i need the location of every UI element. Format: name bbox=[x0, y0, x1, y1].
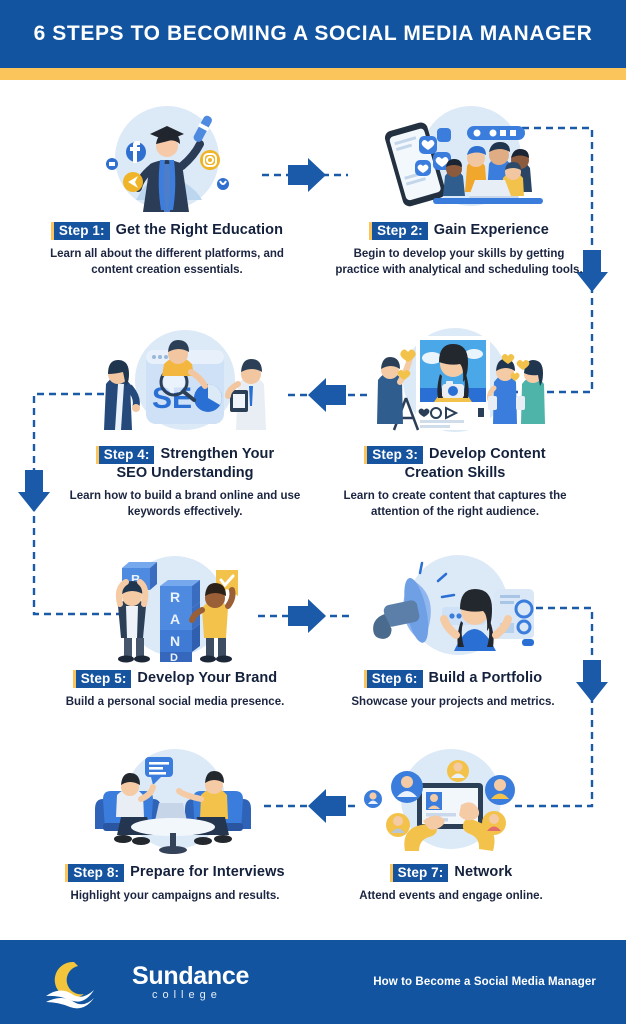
step-8-illustration bbox=[30, 746, 320, 858]
svg-text:A: A bbox=[170, 611, 180, 627]
logo-subtitle: college bbox=[152, 989, 222, 1001]
step-4-badge: Step 4: bbox=[95, 446, 155, 464]
step-2-title: Gain Experience bbox=[433, 222, 549, 239]
page-title: 6 STEPS TO BECOMING A SOCIAL MEDIA MANAG… bbox=[33, 22, 593, 45]
step-5-badge: Step 5: bbox=[72, 670, 132, 688]
step-4-description: Learn how to build a brand online and us… bbox=[69, 490, 301, 518]
step-1-heading: Step 1: Get the Right Education bbox=[22, 222, 312, 240]
step-5-illustration: R A N D B bbox=[30, 552, 320, 664]
svg-text:N: N bbox=[170, 633, 180, 649]
badge-label: Step 2: bbox=[372, 222, 428, 240]
step-1-badge: Step 1: bbox=[50, 222, 110, 240]
step-6-description: Showcase your projects and metrics. bbox=[351, 696, 555, 708]
step-7-illustration bbox=[306, 746, 596, 858]
step-7-badge: Step 7: bbox=[389, 864, 449, 882]
svg-text:B: B bbox=[131, 572, 140, 587]
step-3-illustration bbox=[310, 328, 600, 440]
step-card-8[interactable]: Step 8: Prepare for Interviews Highlight… bbox=[30, 746, 320, 905]
step-4-title: Strengthen Your bbox=[160, 446, 275, 463]
step-6-illustration bbox=[308, 552, 598, 664]
step-3-heading: Step 3: Develop Content Creation Skills bbox=[310, 446, 600, 482]
step-5-title: Develop Your Brand bbox=[137, 670, 278, 687]
step-6-badge: Step 6: bbox=[363, 670, 423, 688]
step-3-title: Develop Content bbox=[429, 446, 546, 463]
step-1-title: Get the Right Education bbox=[115, 222, 284, 239]
step-card-3[interactable]: Step 3: Develop Content Creation Skills … bbox=[310, 328, 600, 521]
step-7-heading: Step 7: Network bbox=[306, 864, 596, 882]
badge-accent-bar bbox=[364, 446, 368, 464]
badge-accent-bar bbox=[50, 222, 54, 240]
step-8-badge: Step 8: bbox=[65, 864, 125, 882]
footer-bar: Sundance college How to Become a Social … bbox=[0, 940, 626, 1024]
badge-accent-bar bbox=[369, 222, 373, 240]
step-2-heading: Step 2: Gain Experience bbox=[314, 222, 604, 240]
step-3-badge: Step 3: bbox=[364, 446, 423, 464]
header-banner: 6 STEPS TO BECOMING A SOCIAL MEDIA MANAG… bbox=[0, 0, 626, 68]
svg-text:R: R bbox=[170, 589, 180, 605]
step-6-title: Build a Portfolio bbox=[428, 670, 543, 687]
step-7-description: Attend events and engage online. bbox=[359, 890, 543, 902]
badge-label: Step 4: bbox=[98, 446, 155, 464]
step-4-illustration: SE bbox=[40, 328, 330, 440]
step-5-description: Build a personal social media presence. bbox=[65, 696, 285, 708]
step-2-illustration bbox=[314, 104, 604, 216]
step-6-heading: Step 6: Build a Portfolio bbox=[308, 670, 598, 688]
step-1-description: Learn all about the different platforms,… bbox=[50, 248, 284, 276]
badge-accent-bar bbox=[72, 670, 76, 688]
step-2-badge: Step 2: bbox=[369, 222, 428, 240]
badge-label: Step 7: bbox=[392, 864, 449, 882]
step-card-7[interactable]: Step 7: Network Attend events and engage… bbox=[306, 746, 596, 905]
badge-label: Step 3: bbox=[367, 446, 423, 464]
badge-label: Step 5: bbox=[75, 670, 132, 688]
step-card-2[interactable]: Step 2: Gain Experience Begin to develop… bbox=[314, 104, 604, 279]
sundance-college-logo: Sundance college bbox=[44, 956, 249, 1010]
step-5-heading: Step 5: Develop Your Brand bbox=[30, 670, 320, 688]
step-4-heading: Step 4: Strengthen Your SEO Understandin… bbox=[40, 446, 330, 482]
step-8-heading: Step 8: Prepare for Interviews bbox=[30, 864, 320, 882]
step-7-title: Network bbox=[454, 864, 513, 881]
step-3-description: Learn to create content that captures th… bbox=[343, 490, 567, 518]
step-4-title-line2: SEO Understanding bbox=[116, 465, 254, 481]
badge-accent-bar bbox=[363, 670, 367, 688]
step-card-4[interactable]: SE bbox=[40, 328, 330, 521]
badge-label: Step 8: bbox=[68, 864, 125, 882]
badge-label: Step 1: bbox=[53, 222, 110, 240]
step-1-illustration bbox=[22, 104, 312, 216]
badge-accent-bar bbox=[65, 864, 69, 882]
step-2-description: Begin to develop your skills by getting … bbox=[335, 248, 583, 276]
header-accent-bar bbox=[0, 68, 626, 80]
svg-text:D: D bbox=[170, 652, 178, 664]
badge-accent-bar bbox=[95, 446, 99, 464]
footer-caption: How to Become a Social Media Manager bbox=[373, 976, 596, 988]
step-3-title-line2: Creation Skills bbox=[404, 465, 506, 481]
step-8-description: Highlight your campaigns and results. bbox=[70, 890, 280, 902]
step-card-1[interactable]: Step 1: Get the Right Education Learn al… bbox=[22, 104, 312, 279]
badge-accent-bar bbox=[389, 864, 393, 882]
logo-wordmark: Sundance bbox=[132, 962, 250, 990]
badge-label: Step 6: bbox=[366, 670, 423, 688]
step-card-5[interactable]: R A N D B bbox=[30, 552, 320, 711]
step-8-title: Prepare for Interviews bbox=[130, 864, 285, 881]
step-card-6[interactable]: Step 6: Build a Portfolio Showcase your … bbox=[308, 552, 598, 711]
